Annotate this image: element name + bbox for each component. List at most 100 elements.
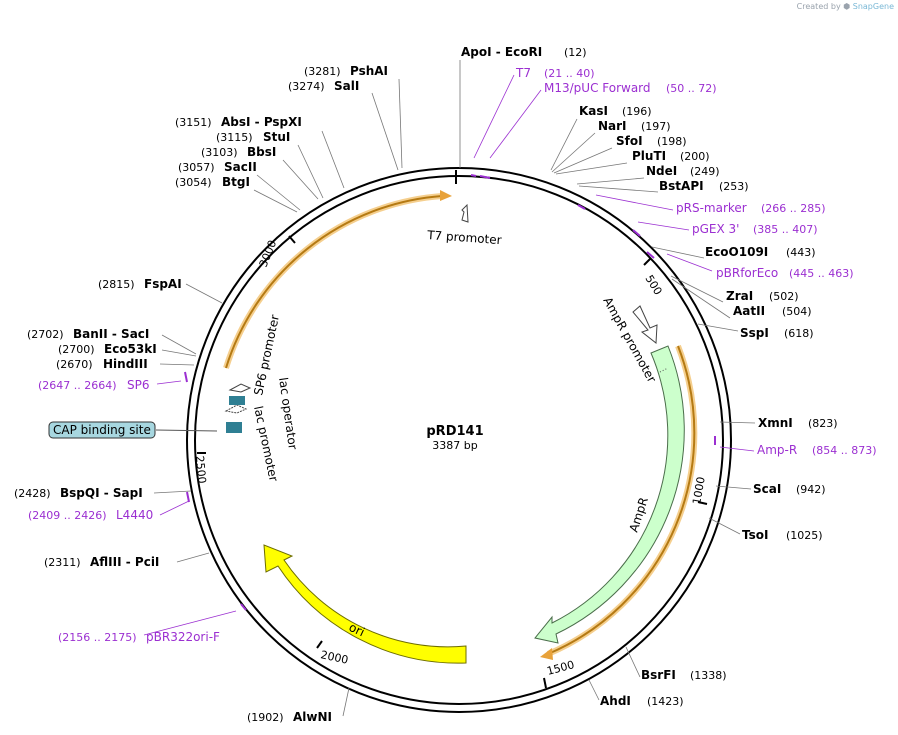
- orf-arrow-left: [223, 193, 443, 369]
- enzyme-name[interactable]: NarI: [598, 119, 627, 133]
- tick-mark-1000: [697, 501, 708, 505]
- ori-feature: [263, 544, 467, 664]
- enzyme-pos: (3057): [178, 161, 215, 174]
- enzyme-name[interactable]: KasI: [579, 104, 608, 118]
- lac-box-1: [229, 396, 245, 405]
- credit-brand: SnapGene: [852, 2, 894, 11]
- enzyme-pos: (1423): [647, 695, 684, 708]
- t7-promoter-icon: [461, 203, 469, 223]
- enzyme-pos: (3103): [201, 146, 238, 159]
- sp6-promoter-icon: [228, 383, 252, 393]
- enzyme-pos: (443): [786, 246, 816, 259]
- enzyme-name[interactable]: ScaI: [753, 482, 781, 496]
- credit-prefix: Created by: [796, 2, 841, 11]
- backbone-outer-ring: [186, 167, 732, 713]
- tick-label-500: 500: [642, 273, 664, 298]
- primer-name[interactable]: pBR322ori-F: [146, 630, 220, 644]
- primer-name[interactable]: T7: [515, 66, 531, 80]
- orf-arrowhead-left: [440, 190, 452, 201]
- primer-name[interactable]: SP6: [127, 378, 150, 392]
- lac-promoter-label: lac promoter: [251, 405, 281, 483]
- tick-label-1000: 1000: [690, 476, 708, 506]
- cap-binding-site-box: [48, 421, 156, 439]
- enzyme-name[interactable]: ApoI - EcoRI: [461, 45, 542, 59]
- enzyme-pos: (197): [641, 120, 671, 133]
- enzyme-pos: (502): [769, 290, 799, 303]
- enzyme-name[interactable]: SfoI: [616, 134, 643, 148]
- enzyme-name[interactable]: AatII: [733, 304, 765, 318]
- primer-range: (385 .. 407): [753, 223, 818, 236]
- enzyme-name[interactable]: HindIII: [103, 357, 148, 371]
- primer-range: (2647 .. 2664): [38, 379, 117, 392]
- enzyme-name[interactable]: BspQI - SapI: [60, 486, 143, 500]
- primer-name[interactable]: pGEX 3': [692, 222, 739, 236]
- t7-promoter-label: T7 promoter: [426, 228, 502, 247]
- enzyme-name[interactable]: StuI: [263, 130, 290, 144]
- enzyme-pos: (3151): [175, 116, 212, 129]
- enzyme-name[interactable]: EcoO109I: [705, 245, 768, 259]
- enzyme-name[interactable]: BanII - SacI: [73, 327, 149, 341]
- primer-range: (50 .. 72): [666, 82, 717, 95]
- lac-operator-label: lac operator: [276, 376, 300, 450]
- tick-mark-2000: [316, 640, 323, 649]
- enzyme-pos: (618): [784, 327, 814, 340]
- enzyme-name[interactable]: ZraI: [726, 289, 753, 303]
- tick-label-2000: 2000: [319, 648, 349, 667]
- enzyme-pos: (1025): [786, 529, 823, 542]
- enzyme-name[interactable]: AlwNI: [293, 710, 332, 724]
- enzyme-name[interactable]: PshAI: [350, 64, 388, 78]
- enzyme-pos: (3274): [288, 80, 325, 93]
- cap-binding-site-label: CAP binding site: [53, 423, 151, 437]
- primer-range: (2156 .. 2175): [58, 631, 137, 644]
- plasmid-name: pRD141: [426, 424, 483, 439]
- backbone-inner-ring: [194, 175, 724, 705]
- tick-label-1500: 1500: [545, 658, 575, 678]
- enzyme-name[interactable]: XmnI: [758, 416, 793, 430]
- enzyme-pos: (253): [719, 180, 749, 193]
- tick-mark-500: [643, 257, 652, 266]
- enzyme-pos: (3281): [304, 65, 341, 78]
- enzyme-pos: (823): [808, 417, 838, 430]
- enzyme-name[interactable]: BsrFI: [641, 668, 676, 682]
- enzyme-pos: (2428): [14, 487, 51, 500]
- enzyme-pos: (196): [622, 105, 652, 118]
- enzyme-name[interactable]: AflIII - PciI: [90, 555, 159, 569]
- enzyme-pos: (3115): [216, 131, 253, 144]
- enzyme-name[interactable]: BbsI: [247, 145, 276, 159]
- enzyme-name[interactable]: FspAI: [144, 277, 182, 291]
- primer-name[interactable]: M13/pUC Forward: [544, 81, 651, 95]
- enzyme-name[interactable]: SacII: [224, 160, 257, 174]
- enzyme-pos: (2815): [98, 278, 135, 291]
- enzyme-pos: (1902): [247, 711, 284, 724]
- enzyme-pos: (3054): [175, 176, 212, 189]
- enzyme-name[interactable]: Eco53kI: [104, 342, 157, 356]
- enzyme-name[interactable]: TsoI: [742, 528, 768, 542]
- tick-label-2500: 2500: [193, 455, 208, 484]
- enzyme-labels: ApoI - EcoRI (12) KasI (196) NarI (197) …: [14, 45, 838, 724]
- enzyme-name[interactable]: SalI: [334, 79, 359, 93]
- enzyme-name[interactable]: AhdI: [600, 694, 631, 708]
- enzyme-name[interactable]: BstAPI: [659, 179, 704, 193]
- enzyme-name[interactable]: NdeI: [646, 164, 677, 178]
- enzyme-name[interactable]: SspI: [740, 326, 769, 340]
- ampr-promoter-icon: [632, 305, 658, 344]
- enzyme-name[interactable]: BtgI: [222, 175, 250, 189]
- snapgene-credit: Created by ⬢ SnapGene: [797, 2, 894, 11]
- enzyme-name[interactable]: AbsI - PspXI: [221, 115, 302, 129]
- primer-range: (2409 .. 2426): [28, 509, 107, 522]
- primer-name[interactable]: L4440: [116, 508, 153, 522]
- primer-range: (854 .. 873): [812, 444, 877, 457]
- primer-name[interactable]: Amp-R: [757, 443, 797, 457]
- snapgene-logo-icon: ⬢: [843, 2, 851, 11]
- plasmid-length: 3387 bp: [432, 439, 477, 452]
- enzyme-pos: (12): [564, 46, 587, 59]
- enzyme-name[interactable]: PluTI: [632, 149, 666, 163]
- enzyme-pos: (942): [796, 483, 826, 496]
- tick-mark-1500: [543, 677, 547, 689]
- lac-box-2: [226, 422, 242, 433]
- primer-name[interactable]: pBRforEco: [716, 266, 778, 280]
- enzyme-pos: (2311): [44, 556, 81, 569]
- primer-name[interactable]: pRS-marker: [676, 201, 747, 215]
- enzyme-pos: (2670): [56, 358, 93, 371]
- enzyme-pos: (200): [680, 150, 710, 163]
